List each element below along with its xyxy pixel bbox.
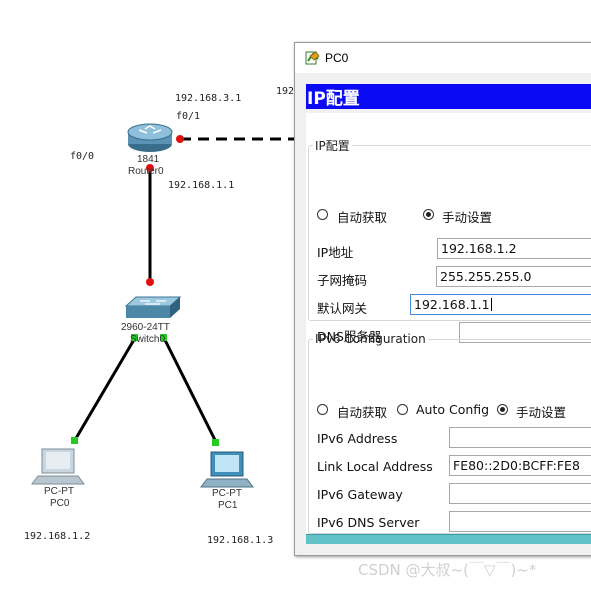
csdn-watermark: CSDN @大叔~(￣▽￣)~*	[358, 561, 537, 579]
subnet-mask-label: 子网掩码	[317, 273, 368, 288]
link-local-address-label: Link Local Address	[317, 459, 433, 474]
switch-model: 2960-24TT	[121, 322, 170, 333]
port-switch-pc0	[131, 334, 138, 341]
ipv6-gateway-label: IPv6 Gateway	[317, 487, 403, 502]
router-ip-f0-1: 192.168.3.1	[175, 93, 242, 104]
ipv4-static-radio[interactable]	[423, 209, 434, 220]
router-model: 1841	[137, 154, 160, 165]
default-gateway-label: 默认网关	[317, 301, 368, 316]
ipv6-group-legend: IPv6 Configuration	[315, 332, 426, 346]
ipv6-static-label: 手动设置	[516, 405, 567, 420]
ip-config-panel: IP配置 自动获取 手动设置 IP地址 192.168.1.2 子网掩码 255…	[306, 113, 591, 534]
port-switch-pc1	[160, 334, 167, 341]
ipv6-static-radio[interactable]	[497, 404, 508, 415]
ipv6-gateway-input[interactable]	[449, 483, 591, 504]
ip-address-input[interactable]: 192.168.1.2	[437, 238, 591, 259]
router-name: Router0	[128, 166, 164, 177]
port-switch-uplink	[146, 278, 154, 286]
port-router-f0-0	[146, 164, 154, 172]
cloud-ip-partial: 192	[276, 86, 295, 97]
ipv6-address-label: IPv6 Address	[317, 431, 398, 446]
ipv4-group-legend: IP配置	[315, 139, 350, 153]
pc1-ip: 192.168.1.3	[207, 535, 274, 546]
router-port-f0-0-label: f0/0	[70, 151, 95, 162]
link-local-address-input[interactable]: FE80::2D0:BCFF:FE8	[449, 455, 591, 476]
ipv6-dns-server-input[interactable]	[449, 511, 591, 532]
default-gateway-input[interactable]: 192.168.1.1	[410, 294, 591, 315]
pc1-type: PC-PT	[212, 488, 242, 499]
pc1-icon[interactable]	[200, 451, 254, 488]
pc0-ip: 192.168.1.2	[24, 531, 91, 542]
pc1-name: PC1	[218, 500, 238, 511]
pc0-type: PC-PT	[44, 486, 74, 497]
subnet-mask-input[interactable]: 255.255.255.0	[436, 266, 591, 287]
default-gateway-value: 192.168.1.1	[414, 297, 490, 312]
router-port-f0-1-label: f0/1	[176, 111, 201, 122]
switch-icon[interactable]	[124, 296, 182, 318]
ipv4-config-group: IP配置	[308, 137, 591, 321]
port-router-f0-1	[176, 135, 184, 143]
banner-title: IP配置	[307, 89, 360, 109]
pc0-config-window[interactable]: PC0 IP配置 IP配置 自动获取 手动设置 IP地址 192.168.1.2…	[294, 42, 591, 556]
router-ip-f0-0: 192.168.1.1	[168, 180, 235, 191]
ipv6-dhcp-radio[interactable]	[317, 404, 328, 415]
ipv4-dhcp-radio[interactable]	[317, 209, 328, 220]
text-cursor	[490, 298, 492, 311]
section-banner: IP配置	[306, 84, 591, 109]
ipv6-dhcp-label: 自动获取	[337, 405, 388, 420]
switch-name: Switch0	[130, 334, 166, 345]
ipv4-dhcp-label: 自动获取	[337, 210, 388, 225]
ipv4-static-label: 手动设置	[442, 210, 493, 225]
ipv6-config-group: IPv6 Configuration	[308, 332, 591, 534]
window-titlebar[interactable]: PC0	[295, 43, 591, 73]
topology-canvas	[31, 123, 300, 488]
ip-address-label: IP地址	[317, 245, 354, 260]
ipv6-autoconfig-label: Auto Config	[416, 402, 490, 417]
packet-tracer-app-icon	[305, 51, 320, 65]
ipv6-autoconfig-radio[interactable]	[397, 404, 408, 415]
window-bottom-bar	[306, 534, 591, 544]
router-icon[interactable]	[127, 123, 173, 152]
window-title: PC0	[325, 51, 349, 65]
port-pc1	[212, 439, 219, 446]
pc0-name: PC0	[50, 498, 70, 509]
pc0-icon[interactable]	[31, 448, 85, 485]
link-switch-pc1[interactable]	[162, 337, 218, 443]
link-switch-pc0[interactable]	[73, 337, 137, 441]
port-pc0	[71, 437, 78, 444]
ipv6-dns-server-label: IPv6 DNS Server	[317, 515, 420, 530]
ipv6-address-input[interactable]	[449, 427, 591, 448]
